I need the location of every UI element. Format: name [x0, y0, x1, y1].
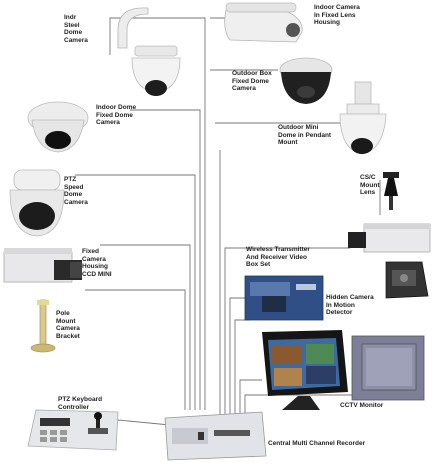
label-wall-dome: Indr Steel Dome Camera: [64, 14, 88, 44]
label-keyboard-controller: PTZ Keyboard Controller: [58, 396, 103, 411]
hidden-camera: [385, 261, 429, 299]
label-video-transmitter: Wireless Transmitter And Receiver Video …: [246, 246, 310, 268]
connection-wires: [75, 17, 381, 426]
label-crt-monitor: CCTV Monitor: [340, 402, 384, 409]
label-dvr: Central Multi Channel Recorder: [268, 440, 366, 447]
label-pendant-dome: Outdoor Mini Dome in Pendant Mount: [278, 124, 332, 146]
label-box-camera-left: Fixed Camera Housing CCD MINI: [82, 248, 112, 278]
box-camera-right: [348, 223, 431, 253]
label-ptz-dome: PTZ Speed Dome Camera: [64, 176, 88, 206]
pendant-dome-camera: [339, 81, 387, 155]
dvr-recorder: [164, 411, 267, 461]
label-outdoor-housing: Indoor Camera In Fixed Lens Housing: [314, 4, 360, 26]
video-transmitter-box: [244, 275, 324, 321]
indoor-dome-camera: [27, 101, 89, 153]
lens-holder: [383, 172, 399, 210]
label-pole-mount: Pole Mount Camera Bracket: [56, 310, 80, 340]
label-fixed-dome: Outdoor Box Fixed Dome Camera: [232, 70, 272, 92]
ptz-speed-dome-camera: [9, 169, 65, 237]
label-hidden-camera: Hidden Camera In Motion Detector: [326, 294, 374, 316]
label-lens: CS/C Mount Lens: [360, 174, 380, 196]
label-indoor-dome: Indoor Dome Fixed Dome Camera: [96, 104, 137, 126]
box-camera-housing: [3, 248, 82, 283]
pole-mount-bracket: [30, 299, 56, 353]
wall-mount-dome-camera: [117, 7, 181, 96]
outdoor-housing-camera: [224, 2, 303, 43]
crt-monitor: [351, 335, 425, 401]
fixed-dome-camera: [279, 57, 333, 104]
lcd-monitor: [262, 330, 348, 410]
keyboard-controller: [27, 409, 119, 451]
